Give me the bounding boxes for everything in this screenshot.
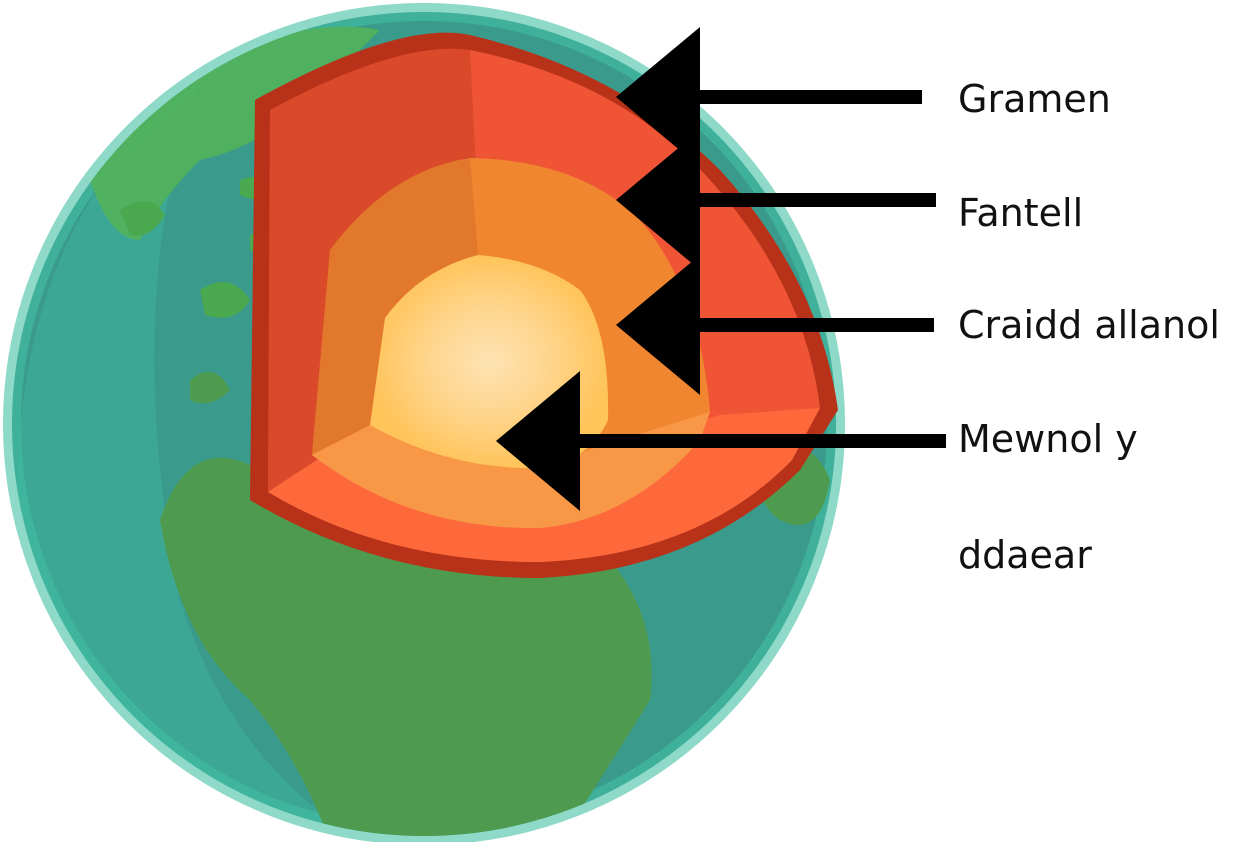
label-inner-core-line2: ddaear xyxy=(958,533,1092,577)
label-mantle: Fantell xyxy=(958,191,1084,235)
label-inner-core-line1: Mewnol y xyxy=(958,417,1138,461)
pointer-arrows xyxy=(496,27,946,511)
label-crust: Gramen xyxy=(958,77,1111,121)
earth-cutaway xyxy=(250,32,838,578)
label-outer-core: Craidd allanol xyxy=(958,303,1220,347)
